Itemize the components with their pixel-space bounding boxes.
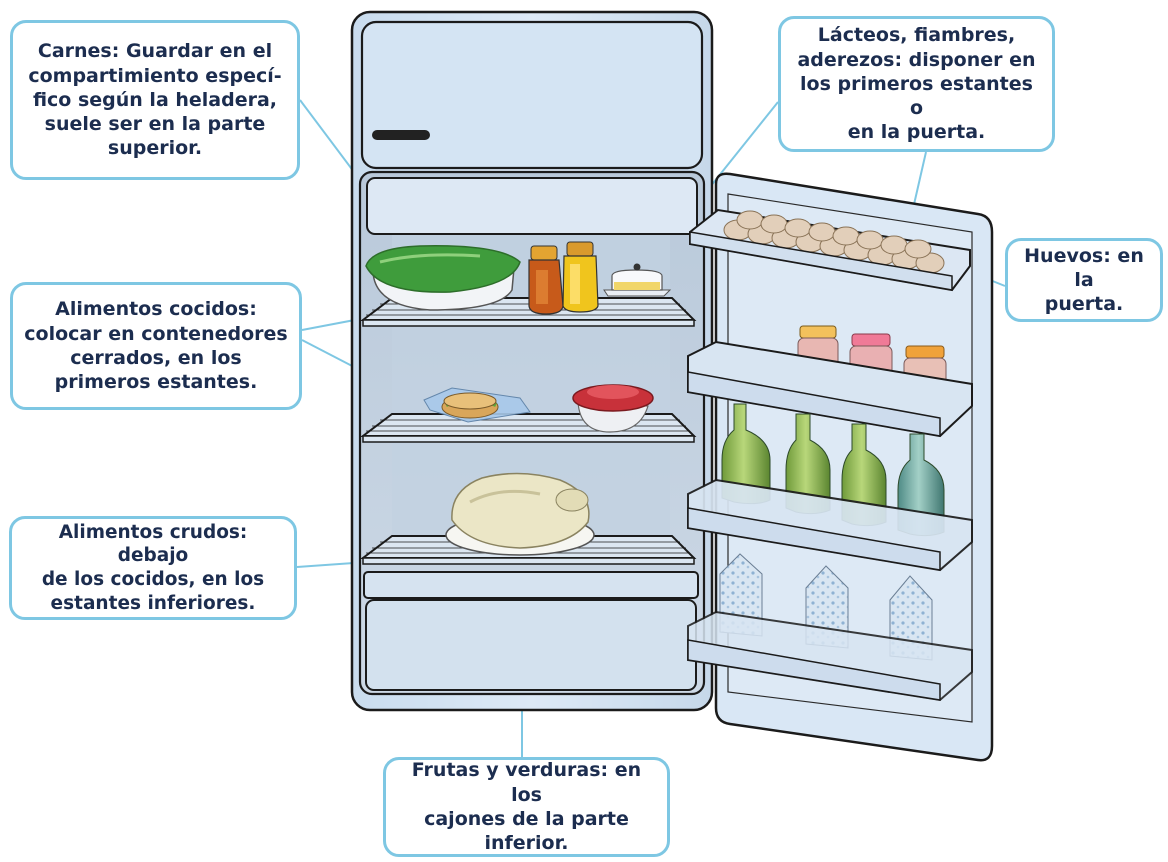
callout-frutas-line: Frutas y verduras: en los xyxy=(411,759,642,806)
callout-carnes-line: superior. xyxy=(107,137,203,160)
door-shelf-middle xyxy=(687,478,973,572)
callout-cocidos-line: cerrados, en los xyxy=(70,347,242,369)
callout-cocidos-line: colocar en contenedores xyxy=(24,322,288,345)
meat-compartment[interactable] xyxy=(366,177,698,235)
callout-crudos-line: Alimentos crudos: debajo xyxy=(58,521,248,567)
egg-tray xyxy=(689,208,971,292)
sandwich-icon xyxy=(423,387,531,423)
door-shelf-lower xyxy=(687,610,973,702)
callout-crudos: Alimentos crudos: debajo de los cocidos,… xyxy=(9,516,297,620)
callout-huevos: Huevos: en la puerta. xyxy=(1005,238,1163,322)
crisper-drawer[interactable] xyxy=(365,599,697,691)
callout-cocidos: Alimentos cocidos: colocar en contenedor… xyxy=(10,282,302,410)
callout-huevos-line: Huevos: en la xyxy=(1024,244,1144,291)
freezer-door[interactable] xyxy=(360,20,704,170)
callout-lacteos: Lácteos, fiambres, aderezos: disponer en… xyxy=(778,16,1055,152)
sauce-bottle-red-icon xyxy=(528,245,564,315)
callout-cocidos-line: primeros estantes. xyxy=(54,371,258,394)
callout-huevos-line: puerta. xyxy=(1044,293,1124,316)
callout-lacteos-line: los primeros estantes o xyxy=(800,72,1033,120)
callout-frutas-line: inferior. xyxy=(484,832,569,855)
callout-carnes-line: Carnes: Guardar en el xyxy=(37,40,273,63)
callout-cocidos-line: Alimentos cocidos: xyxy=(55,298,257,321)
callout-frutas-line: cajones de la parte xyxy=(424,808,629,830)
crisper-drawer-lid[interactable] xyxy=(363,571,699,599)
door-shelf-upper xyxy=(687,340,973,438)
callout-lacteos-line: Lácteos, fiambres, xyxy=(817,24,1016,47)
bottles-icon xyxy=(721,403,945,537)
callout-carnes-line: fico según la heladera, xyxy=(32,88,278,111)
freezer-handle[interactable] xyxy=(372,130,430,140)
eggs-icon xyxy=(723,210,945,274)
shelf-middle xyxy=(360,413,697,443)
callout-lacteos-line: aderezos: disponer en xyxy=(797,48,1036,71)
callout-carnes: Carnes: Guardar en el compartimiento esp… xyxy=(10,20,300,180)
container-red-lid-icon xyxy=(572,384,654,433)
container-green-lid-icon xyxy=(365,245,521,311)
callout-carnes-line: compartimiento especí- xyxy=(28,64,282,87)
callout-lacteos-line: en la puerta. xyxy=(847,121,986,144)
callout-frutas: Frutas y verduras: en los cajones de la … xyxy=(383,757,670,857)
callout-crudos-line: estantes inferiores. xyxy=(50,592,256,614)
callout-carnes-line: suele ser en la parte xyxy=(44,113,266,136)
butter-dish-icon xyxy=(603,263,672,297)
mustard-bottle-icon xyxy=(562,241,599,313)
callout-crudos-line: de los cocidos, en los xyxy=(41,569,265,590)
raw-chicken-icon xyxy=(445,472,595,556)
